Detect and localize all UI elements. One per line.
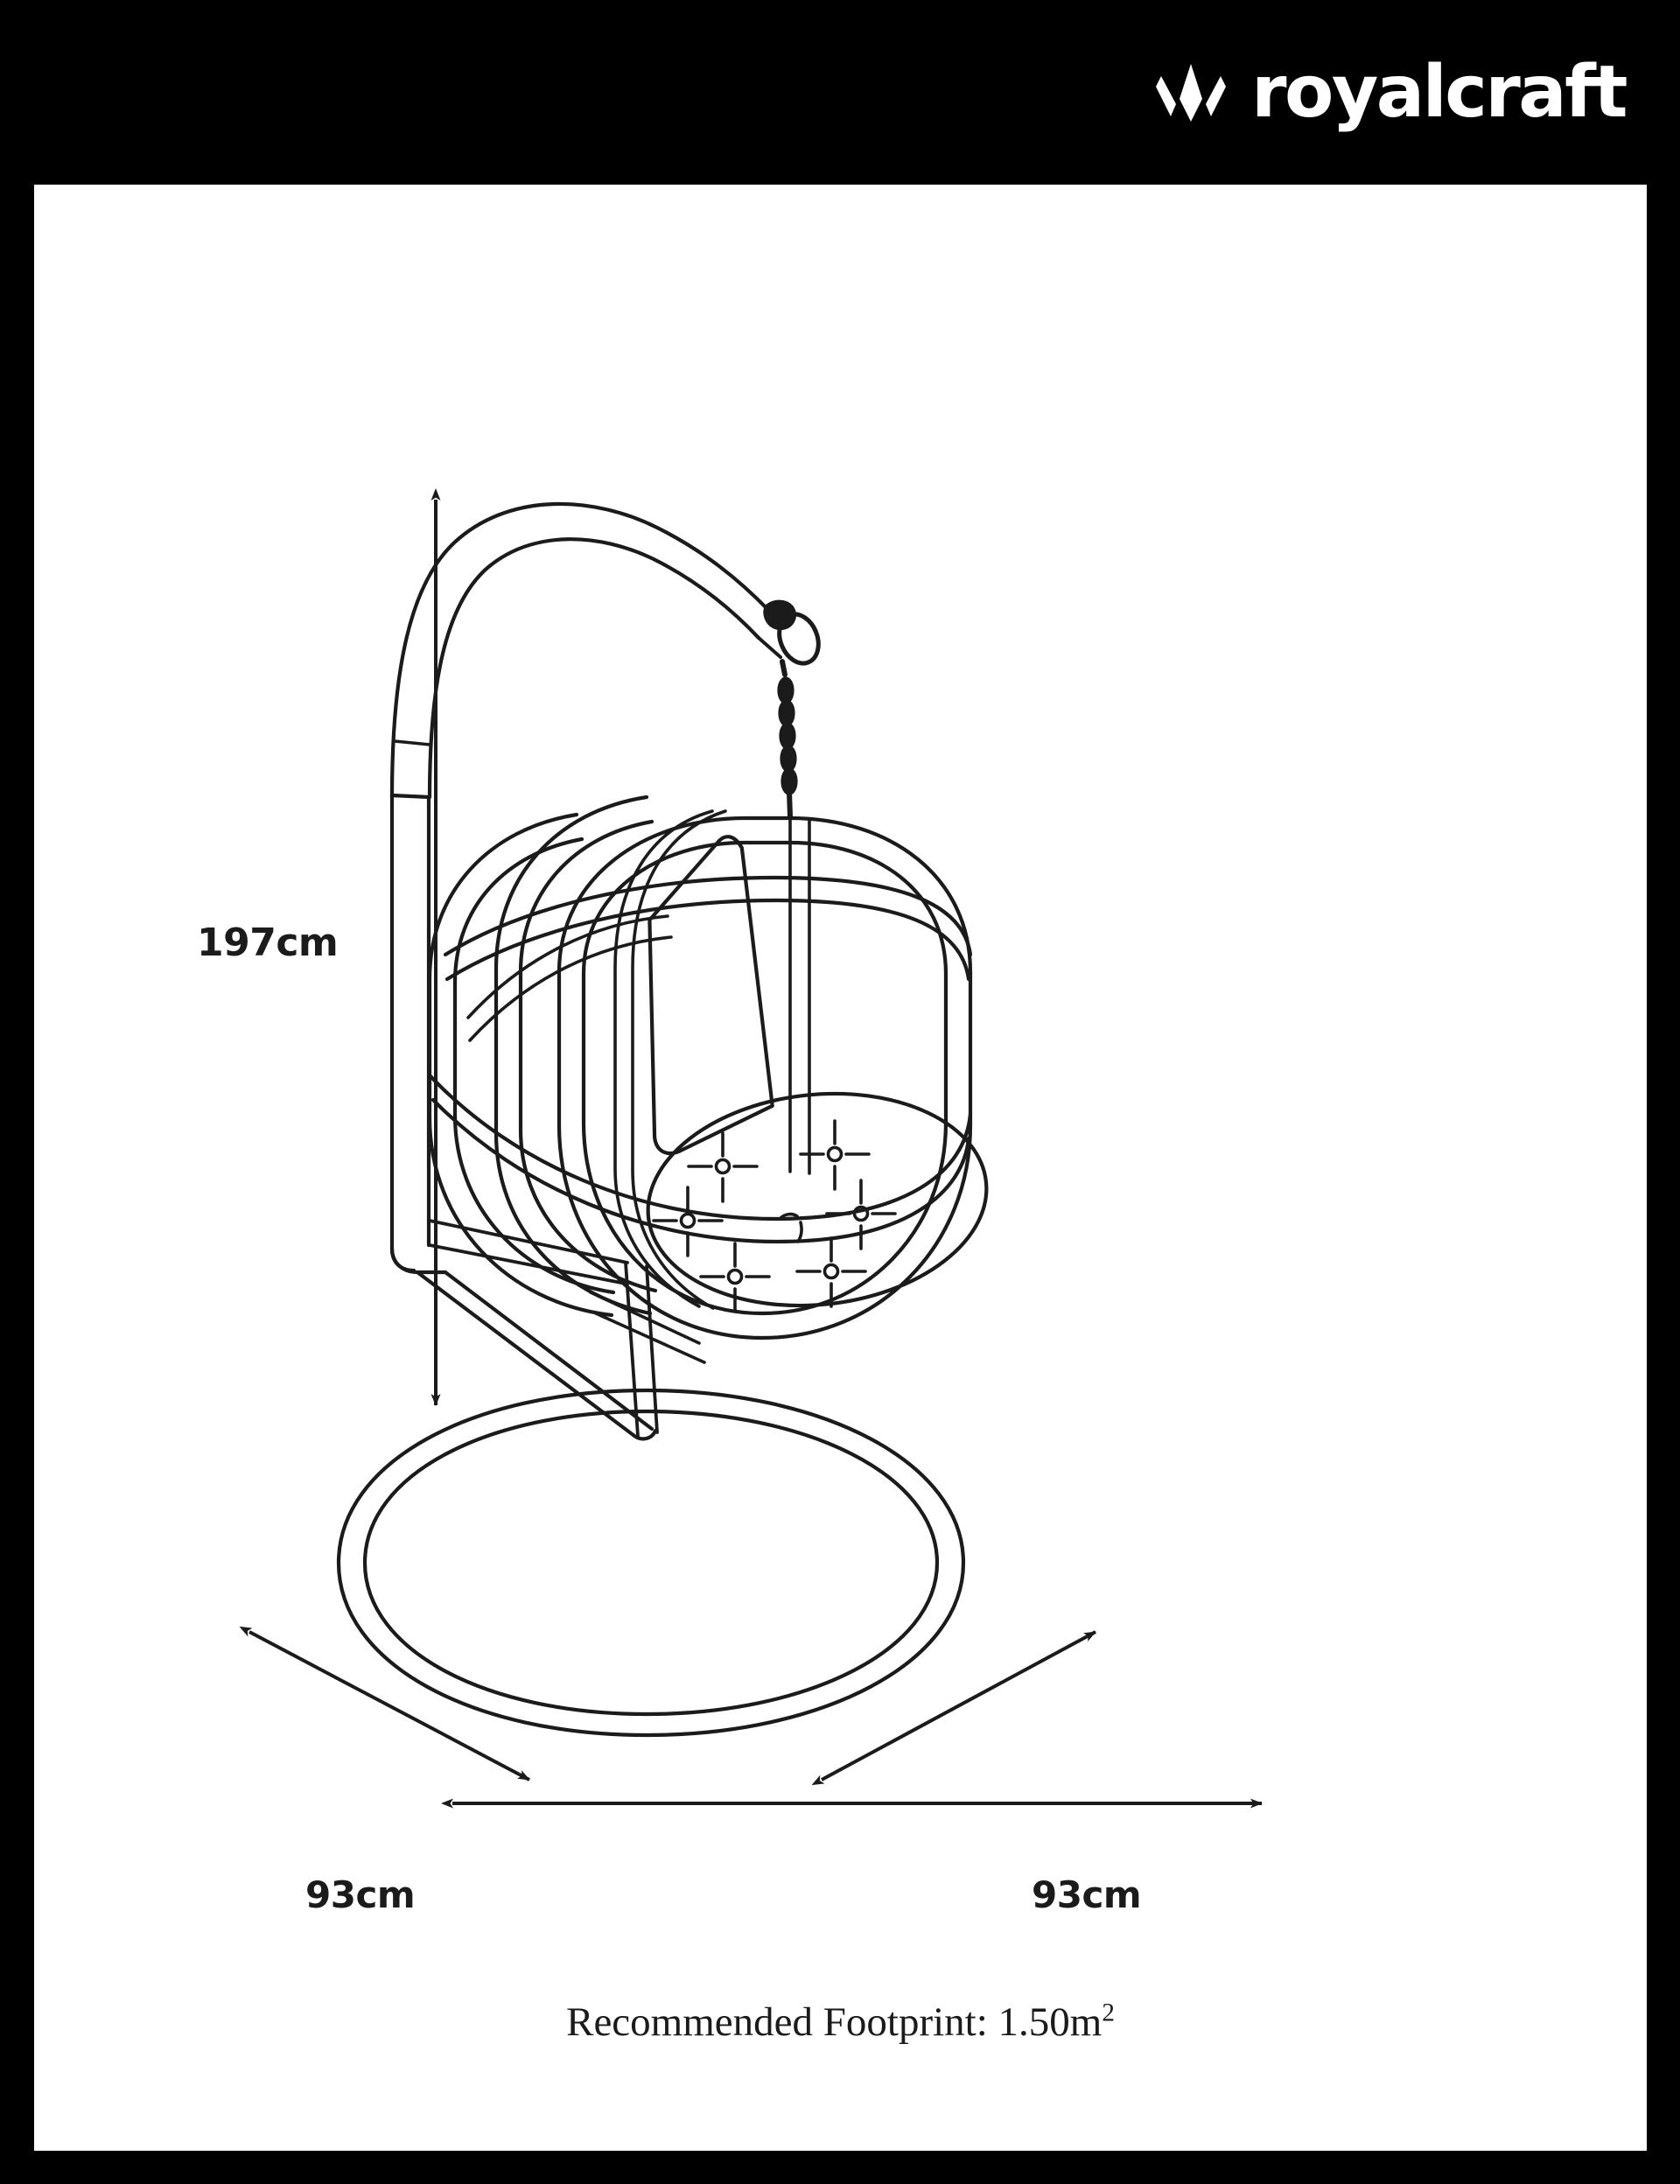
product-line-drawing <box>239 488 1263 1809</box>
cocoon-lower-crossbars <box>589 1291 706 1364</box>
tuft <box>687 1131 759 1203</box>
cocoon-weave-arcs <box>466 914 673 1042</box>
cocoon-rear-hoop <box>427 812 616 1318</box>
tuft <box>699 1242 771 1313</box>
cocoon-outer-hoop <box>556 816 973 1340</box>
cocoon-ribs <box>613 809 811 1310</box>
support-struts <box>415 1219 659 1441</box>
stand-arm <box>389 501 772 800</box>
cocoon-mid-band <box>427 1073 973 1244</box>
tuft <box>795 1236 867 1308</box>
brand-header: royalcraft <box>0 0 1680 185</box>
footprint-caption-value: 1.50m <box>998 1999 1102 2045</box>
depth-dimension-label: 93cm <box>305 1873 416 1916</box>
seat-cushion <box>646 1091 989 1308</box>
brand-lockup: royalcraft <box>1153 50 1628 134</box>
width-dimension-line <box>811 1630 1096 1786</box>
technical-drawing-sheet: 197cm 93cm 93cm Recommended Footprint: 1… <box>34 185 1647 2151</box>
base-ring-outer <box>336 1388 966 1738</box>
brand-wordmark: royalcraft <box>1251 50 1628 134</box>
cushion-crease <box>778 1212 803 1243</box>
crown-logo-icon <box>1156 63 1227 122</box>
cocoon-upper-band <box>443 875 973 982</box>
tuft <box>825 1179 897 1250</box>
width-dimension-label: 93cm <box>1032 1873 1142 1916</box>
height-dimension-label: 197cm <box>197 920 339 965</box>
tuft <box>799 1119 871 1191</box>
footprint-caption-superscript: 2 <box>1102 1998 1115 2027</box>
footprint-caption-prefix: Recommended Footprint: <box>566 1999 998 2045</box>
footprint-caption: Recommended Footprint: 1.50m2 <box>34 1998 1647 2046</box>
cocoon-mid-hoop <box>494 794 658 1316</box>
cushion-tufts <box>652 1119 897 1313</box>
stand-arm-tip <box>757 599 821 666</box>
depth-dimension-line <box>239 1626 530 1782</box>
base-ring-inner <box>362 1409 940 1717</box>
hanging-chain <box>777 659 798 819</box>
tuft <box>652 1186 724 1257</box>
